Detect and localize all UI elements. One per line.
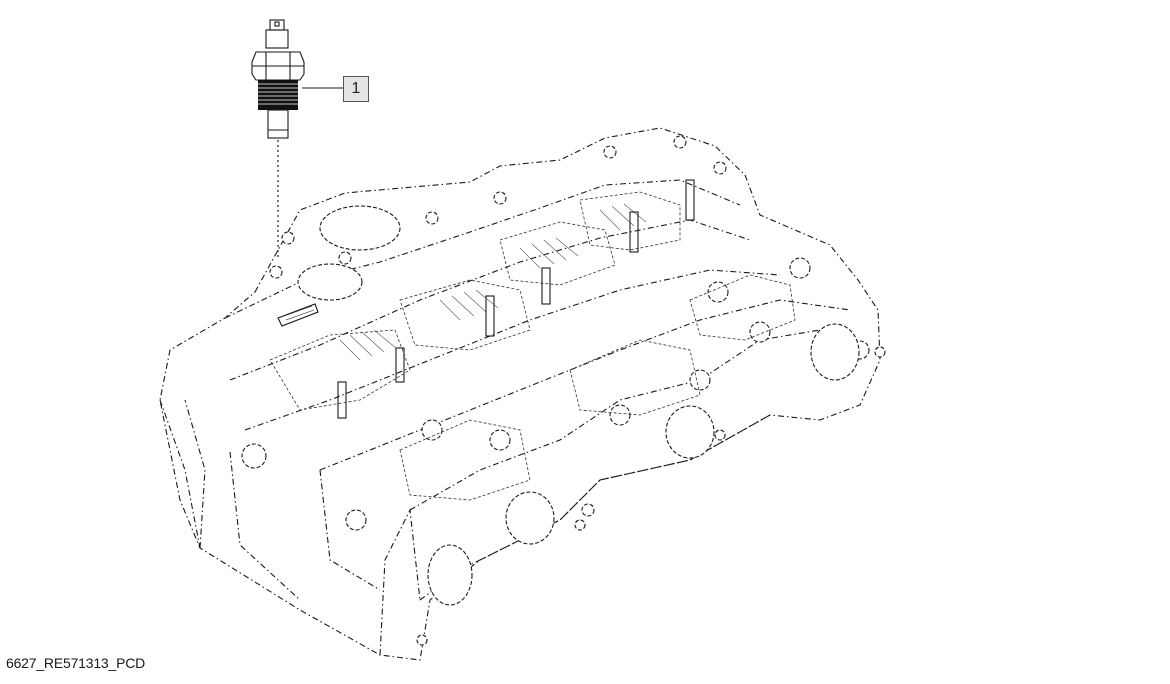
callout-1[interactable]: 1: [343, 76, 369, 102]
figure-id: 6627_RE571313_PCD: [6, 655, 146, 671]
cylinder-head: [159, 127, 886, 661]
sensor-part[interactable]: [251, 19, 305, 139]
